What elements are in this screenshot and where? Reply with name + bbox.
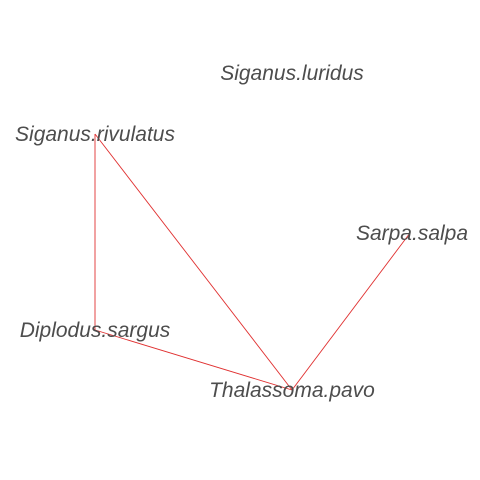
edge-siganus-rivulatus-thalassoma-pavo xyxy=(94,133,293,391)
edge-thalassoma-pavo-sarpa-salpa xyxy=(291,232,411,391)
node-sarpa-salpa: Sarpa.salpa xyxy=(356,222,468,245)
node-siganus-luridus: Siganus.luridus xyxy=(220,62,364,85)
node-thalassoma-pavo: Thalassoma.pavo xyxy=(209,379,375,402)
edges-layer xyxy=(94,133,411,391)
nodes-layer: Siganus.luridus Siganus.rivulatus Sarpa.… xyxy=(15,62,468,402)
node-siganus-rivulatus: Siganus.rivulatus xyxy=(15,123,175,146)
edge-diplodus-sargus-thalassoma-pavo xyxy=(94,329,293,391)
node-diplodus-sargus: Diplodus.sargus xyxy=(20,319,171,342)
